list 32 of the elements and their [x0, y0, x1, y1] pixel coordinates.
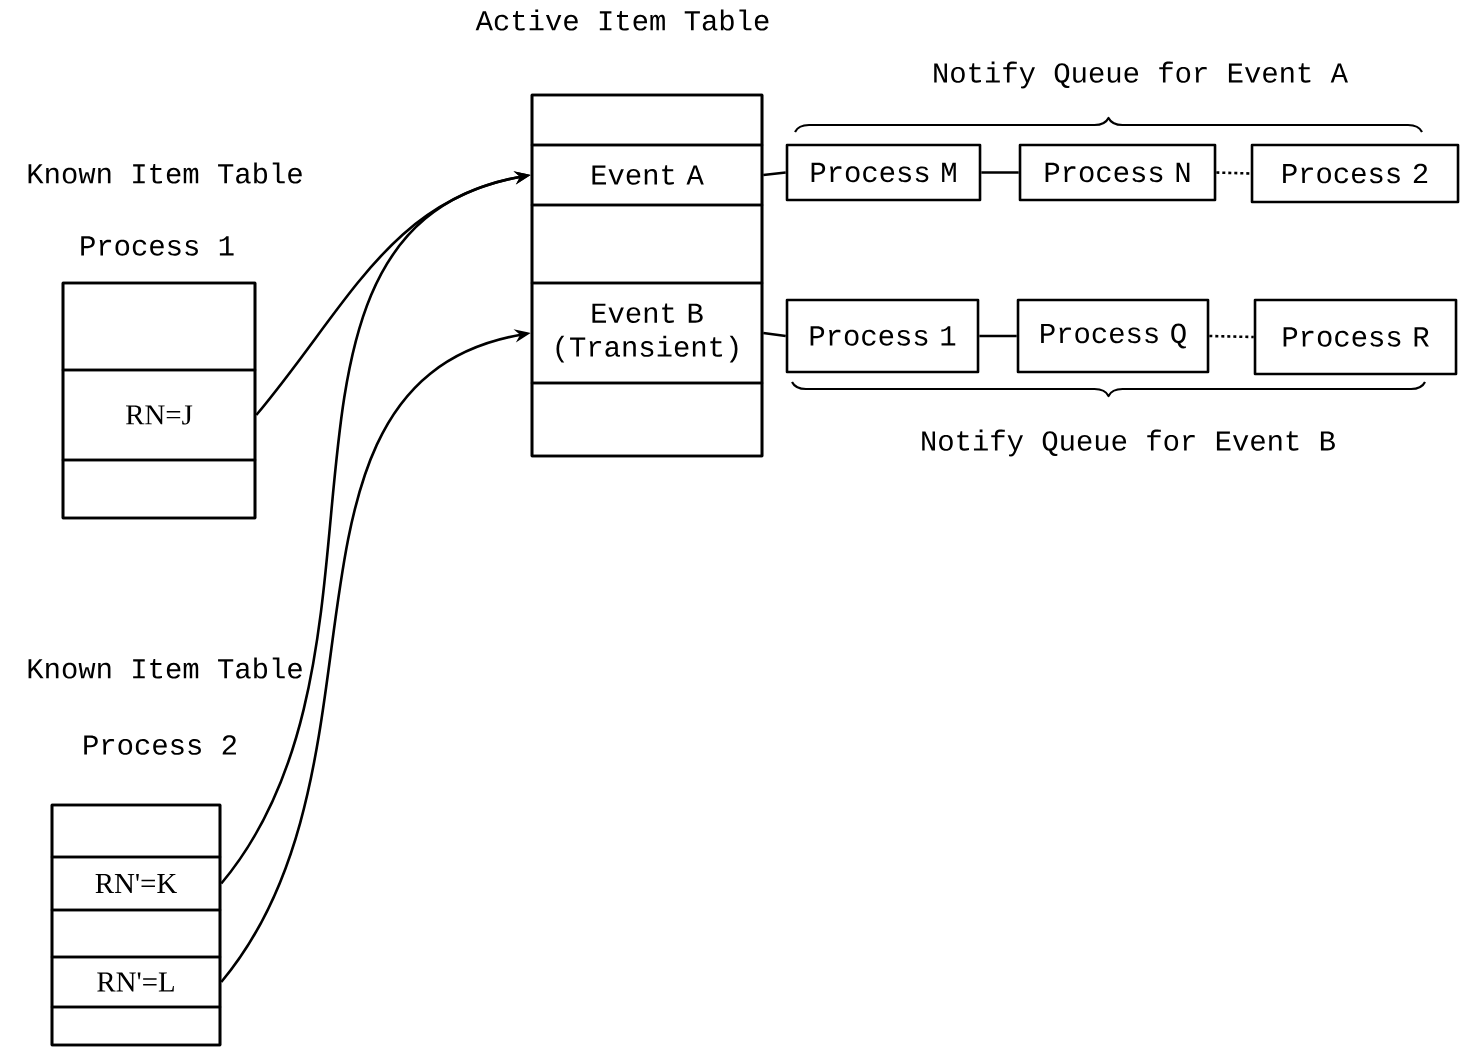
queue-label: Notify Queue for Event A — [934, 61, 1348, 89]
table-cell: RN'=L — [50, 955, 222, 1009]
link-line — [1216, 171, 1251, 175]
table-cell: Event B (Transient) — [530, 281, 764, 385]
table-cell — [61, 281, 257, 372]
queue-label: Notify Queue for Event B — [922, 429, 1335, 457]
table-cell: Event A — [530, 143, 764, 207]
table-cell: RN'=K — [50, 855, 222, 912]
link-line — [763, 331, 786, 338]
table-cell — [530, 381, 764, 458]
link-line — [981, 171, 1019, 174]
table-cell — [61, 458, 257, 520]
table-heading: Known Item Table — [28, 657, 302, 679]
table-cell — [50, 1005, 222, 1047]
process-box: Process R — [1253, 298, 1458, 376]
process-box: Process 2 — [1250, 143, 1460, 204]
link-line — [763, 171, 786, 177]
link-line — [979, 334, 1017, 338]
table-heading: Process 2 — [84, 735, 236, 755]
table-cell: RN=J — [61, 368, 257, 462]
process-box: Process N — [1018, 143, 1217, 202]
link-line — [1209, 334, 1254, 339]
process-box: Process M — [785, 143, 982, 202]
table-cell — [530, 203, 764, 285]
table-cell — [50, 908, 222, 959]
process-box: Process Q — [1016, 298, 1210, 374]
table-heading: Known Item Table — [28, 162, 302, 184]
process-box: Process 1 — [785, 298, 980, 374]
table-cell — [530, 93, 764, 147]
table-heading: Active Item Table — [475, 9, 769, 31]
table-cell — [50, 803, 222, 859]
table-heading: Process 1 — [81, 236, 234, 256]
